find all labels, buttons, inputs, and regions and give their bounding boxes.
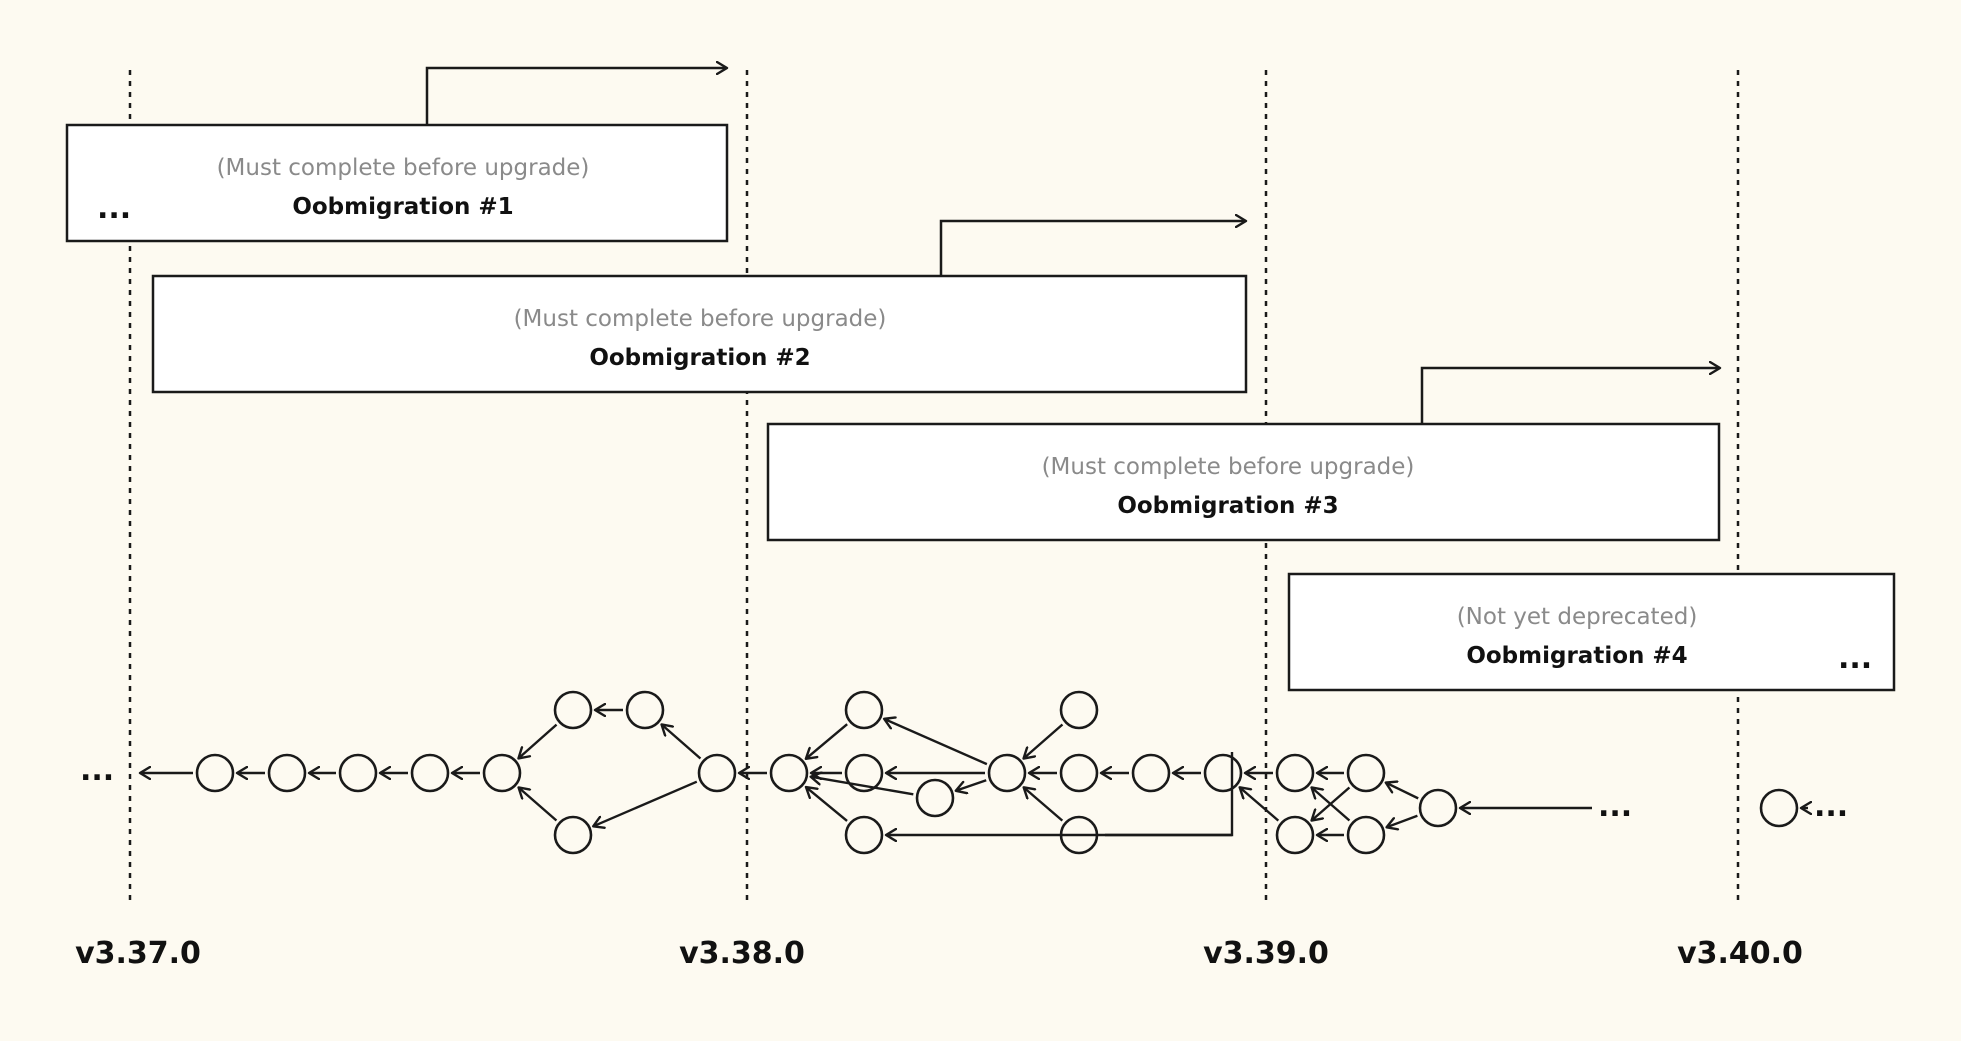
commit-edge bbox=[1386, 783, 1419, 800]
commit-node bbox=[1203, 753, 1243, 793]
migration-box-4: (Not yet deprecated) Oobmigration #4 ... bbox=[1287, 572, 1896, 692]
commit-node bbox=[915, 778, 955, 818]
commit-edge bbox=[1024, 723, 1064, 758]
commit-edge bbox=[811, 777, 914, 796]
migration-4-box bbox=[1287, 572, 1896, 692]
commit-edge bbox=[1312, 786, 1351, 820]
commit-node bbox=[1059, 690, 1099, 730]
migration-2-subtitle: (Must complete before upgrade) bbox=[514, 306, 887, 332]
commit-node bbox=[338, 753, 378, 793]
commit-node bbox=[844, 690, 884, 730]
commit-node bbox=[1346, 815, 1386, 855]
commit-edge bbox=[593, 780, 698, 827]
commit-edge bbox=[1240, 787, 1280, 822]
commit-edge bbox=[956, 779, 987, 791]
commit-node bbox=[1059, 753, 1099, 793]
migration-1-title: Oobmigration #1 bbox=[292, 194, 513, 220]
version-label-v3-37: v3.37.0 bbox=[75, 936, 201, 971]
migration-1-subtitle: (Must complete before upgrade) bbox=[217, 155, 590, 181]
commit-node bbox=[697, 753, 737, 793]
commit-node bbox=[1131, 753, 1171, 793]
commit-node bbox=[482, 753, 522, 793]
migration-2-deadline-arrow bbox=[939, 221, 1246, 276]
migration-box-1: (Must complete before upgrade) Oobmigrat… bbox=[65, 68, 729, 243]
commit-edge bbox=[518, 723, 558, 759]
commit-node bbox=[844, 753, 884, 793]
commit-node bbox=[769, 753, 809, 793]
migration-4-title: Oobmigration #4 bbox=[1466, 643, 1687, 669]
version-label-v3-39: v3.39.0 bbox=[1203, 936, 1329, 971]
migration-2-title: Oobmigration #2 bbox=[589, 345, 810, 371]
commit-node bbox=[553, 690, 593, 730]
migration-3-subtitle: (Must complete before upgrade) bbox=[1042, 454, 1415, 480]
commit-node bbox=[844, 815, 884, 855]
commit-node bbox=[625, 690, 665, 730]
migration-3-deadline-arrow bbox=[1420, 368, 1720, 424]
migration-1-box bbox=[65, 123, 729, 243]
commit-edge bbox=[1387, 814, 1418, 828]
commit-node bbox=[1346, 753, 1386, 793]
version-label-v3-40: v3.40.0 bbox=[1677, 936, 1803, 971]
migration-4-subtitle: (Not yet deprecated) bbox=[1457, 604, 1698, 630]
commit-node bbox=[553, 815, 593, 855]
migration-3-title: Oobmigration #3 bbox=[1117, 493, 1338, 519]
commit-edge bbox=[1024, 787, 1064, 822]
commit-node bbox=[1059, 815, 1099, 855]
migration-box-2: (Must complete before upgrade) Oobmigrat… bbox=[151, 221, 1248, 394]
graph-ellipsis-left: ... bbox=[80, 753, 114, 788]
commit-edge bbox=[1105, 752, 1234, 837]
commit-node bbox=[195, 753, 235, 793]
migration-3-box bbox=[766, 422, 1721, 542]
migration-4-ellipsis: ... bbox=[1838, 641, 1872, 676]
graph-ellipsis-middle: ... bbox=[1598, 789, 1632, 824]
migration-2-box bbox=[151, 274, 1248, 394]
commit-node bbox=[267, 753, 307, 793]
commit-node bbox=[1275, 753, 1315, 793]
commit-edge bbox=[519, 787, 558, 822]
version-label-v3-38: v3.38.0 bbox=[679, 936, 805, 971]
commit-edge bbox=[806, 723, 848, 759]
migration-box-3: (Must complete before upgrade) Oobmigrat… bbox=[766, 368, 1721, 542]
migration-1-ellipsis: ... bbox=[97, 191, 131, 226]
commit-node bbox=[1418, 788, 1458, 828]
migration-1-deadline-arrow bbox=[425, 68, 727, 125]
commit-node bbox=[410, 753, 450, 793]
graph-ellipsis-right: ... bbox=[1814, 789, 1848, 824]
commit-edge bbox=[662, 724, 702, 760]
commit-node bbox=[1275, 815, 1315, 855]
commit-graph: ... ... ... bbox=[80, 690, 1848, 855]
commit-edge bbox=[806, 787, 848, 822]
commit-node bbox=[987, 753, 1027, 793]
commit-node bbox=[1759, 788, 1799, 828]
commit-edge bbox=[884, 719, 988, 766]
